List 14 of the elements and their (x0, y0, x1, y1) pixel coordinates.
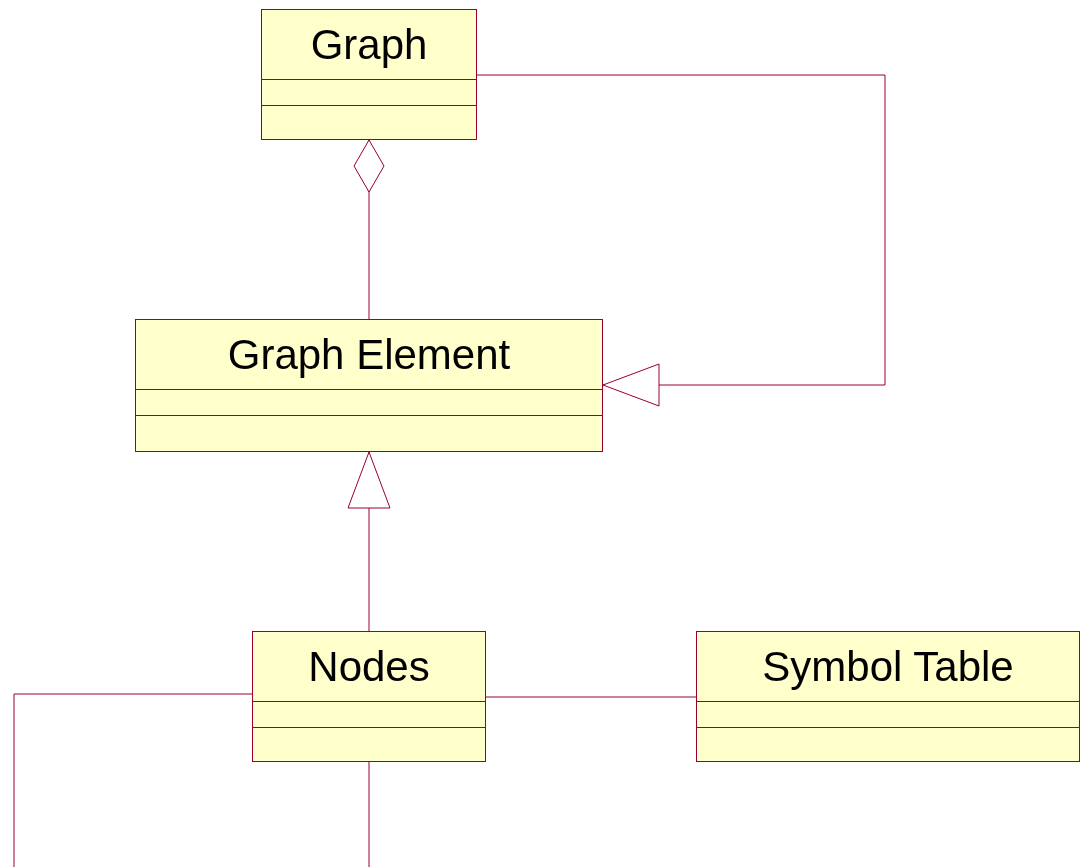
generalization-arrow (347, 451, 391, 632)
class-name: Symbol Table (762, 642, 1014, 691)
association-line (13, 693, 253, 867)
class-box (261, 9, 477, 140)
generalization-arrow (476, 74, 886, 407)
class-box (696, 631, 1080, 762)
association-line (485, 696, 697, 698)
class-name: Nodes (308, 642, 430, 691)
association-line (368, 761, 370, 867)
class-box (135, 319, 603, 452)
class-box (252, 631, 486, 762)
class-name: Graph Element (227, 330, 511, 379)
aggregation-line (353, 139, 385, 320)
class-name: Graph (310, 20, 428, 69)
